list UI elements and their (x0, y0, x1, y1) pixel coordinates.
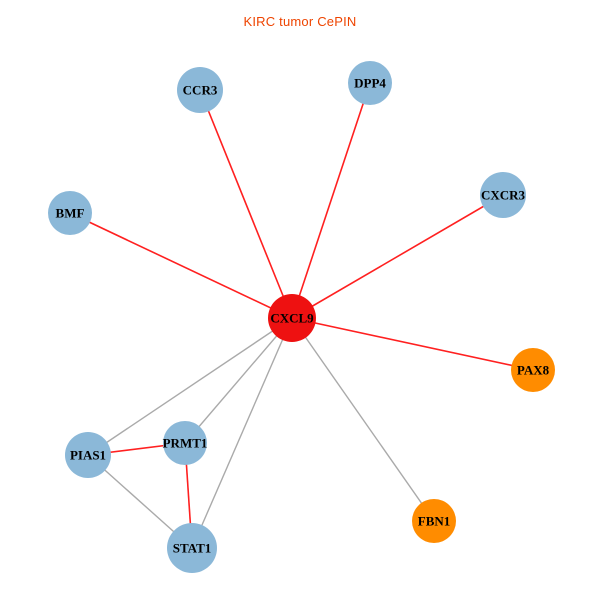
node-ccr3[interactable] (177, 67, 223, 113)
node-pias1[interactable] (65, 432, 111, 478)
node-fbn1[interactable] (412, 499, 456, 543)
node-pax8[interactable] (511, 348, 555, 392)
node-bmf[interactable] (48, 191, 92, 235)
node-cxcr3[interactable] (480, 172, 526, 218)
node-dpp4[interactable] (348, 61, 392, 105)
node-stat1[interactable] (167, 523, 217, 573)
edge-cxcl9-ccr3 (199, 89, 293, 319)
node-cxcl9[interactable] (268, 294, 316, 342)
node-layer (48, 61, 555, 573)
edge-cxcl9-prmt1 (184, 317, 293, 444)
edge-cxcl9-stat1 (191, 317, 293, 549)
edge-cxcl9-bmf (69, 212, 293, 319)
edge-cxcl9-dpp4 (291, 82, 371, 319)
edge-cxcl9-pax8 (291, 317, 534, 371)
edge-cxcl9-pias1 (87, 317, 293, 456)
node-prmt1[interactable] (163, 421, 207, 465)
edge-cxcl9-cxcr3 (291, 194, 504, 319)
page-title: KIRC tumor CePIN (243, 14, 357, 29)
edge-cxcl9-fbn1 (291, 317, 435, 522)
